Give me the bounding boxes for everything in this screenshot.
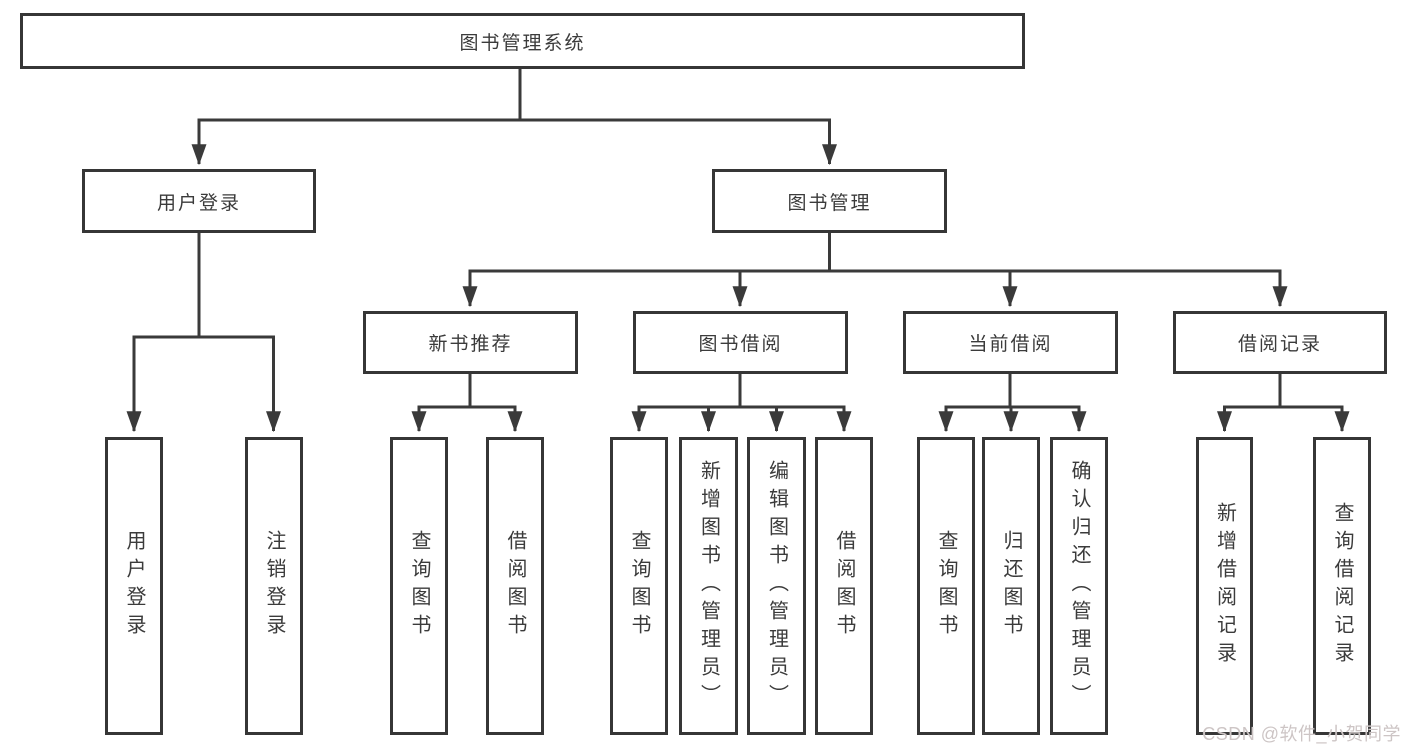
node-borrowing-records: 借阅记录: [1173, 311, 1387, 374]
leaf-edit-books-admin: 编辑图书（管理员）: [747, 437, 806, 735]
leaf-return-books-label: 归还图书: [1000, 530, 1022, 642]
leaf-query-books-recommend: 查询图书: [390, 437, 448, 735]
node-user-login-label: 用户登录: [156, 192, 241, 214]
leaf-borrow-books-recommend-label: 借阅图书: [504, 530, 526, 642]
leaf-query-books-borrowing-label: 查询图书: [628, 530, 650, 642]
leaf-confirm-return-admin-label: 确认归还（管理员）: [1068, 460, 1090, 712]
leaf-query-books-borrowing: 查询图书: [610, 437, 668, 735]
leaf-add-borrow-record: 新增借阅记录: [1196, 437, 1253, 735]
node-library-system: 图书管理系统: [20, 13, 1025, 69]
leaf-borrow-books-label: 借阅图书: [833, 530, 855, 642]
node-new-book-recommend-label: 新书推荐: [428, 334, 513, 355]
node-borrowing-records-label: 借阅记录: [1237, 334, 1322, 355]
leaf-logout-label: 注销登录: [263, 530, 285, 642]
leaf-query-books-recommend-label: 查询图书: [408, 530, 430, 642]
leaf-add-books-admin: 新增图书（管理员）: [679, 437, 738, 735]
leaf-borrow-books: 借阅图书: [815, 437, 873, 735]
node-library-system-label: 图书管理系统: [459, 32, 586, 54]
node-current-borrowing: 当前借阅: [903, 311, 1118, 374]
leaf-add-borrow-record-label: 新增借阅记录: [1213, 502, 1236, 670]
leaf-edit-books-admin-label: 编辑图书（管理员）: [765, 460, 788, 712]
leaf-return-books: 归还图书: [982, 437, 1040, 735]
leaf-user-login-label: 用户登录: [123, 530, 145, 642]
leaf-query-books-current: 查询图书: [917, 437, 975, 735]
leaf-query-borrow-record-label: 查询借阅记录: [1331, 502, 1353, 670]
csdn-watermark: CSDN @软件_小贺同学: [1202, 724, 1401, 744]
leaf-add-books-admin-label: 新增图书（管理员）: [697, 460, 720, 712]
node-book-management: 图书管理: [712, 169, 947, 233]
node-user-login: 用户登录: [82, 169, 316, 233]
node-book-borrowing: 图书借阅: [633, 311, 848, 374]
node-current-borrowing-label: 当前借阅: [968, 334, 1053, 355]
leaf-logout: 注销登录: [245, 437, 303, 735]
node-new-book-recommend: 新书推荐: [363, 311, 578, 374]
leaf-query-borrow-record: 查询借阅记录: [1313, 437, 1371, 735]
leaf-query-books-current-label: 查询图书: [935, 530, 957, 642]
leaf-user-login: 用户登录: [105, 437, 163, 735]
node-book-management-label: 图书管理: [787, 192, 872, 214]
leaf-confirm-return-admin: 确认归还（管理员）: [1050, 437, 1108, 735]
node-book-borrowing-label: 图书借阅: [698, 334, 783, 355]
leaf-borrow-books-recommend: 借阅图书: [486, 437, 544, 735]
